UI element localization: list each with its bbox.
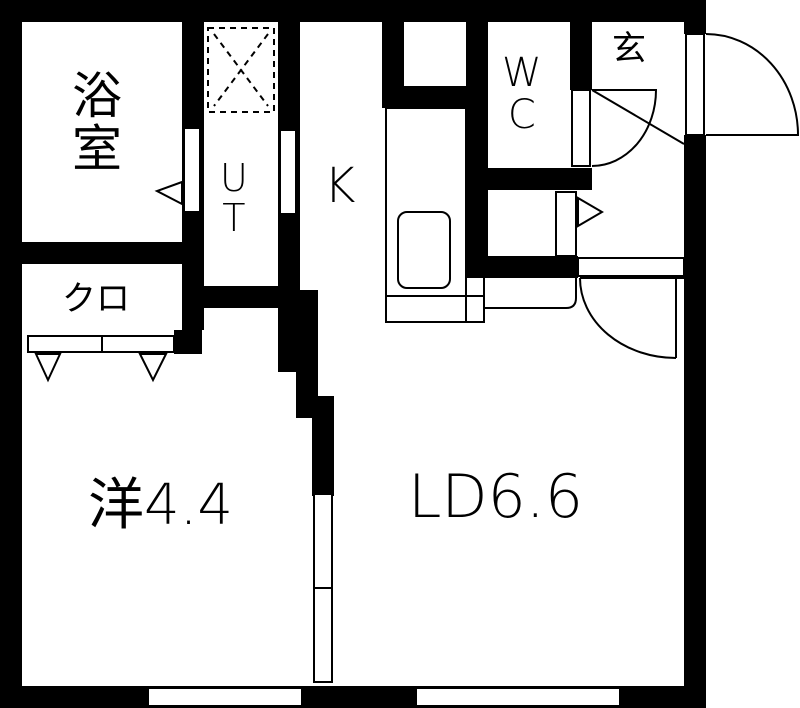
bathroom-label-line1: 浴 xyxy=(72,67,122,125)
bathroom-label-line2: 室 xyxy=(72,120,122,178)
room-label-utility: U T xyxy=(220,158,248,239)
room-label-western-room: 洋4.4 xyxy=(88,473,234,538)
swing-doors xyxy=(571,33,800,359)
utility-label-line1: U xyxy=(220,156,248,200)
room-label-kitchen: K xyxy=(324,158,356,214)
toilet-label-line1: W xyxy=(502,50,542,96)
room-label-bathroom: 浴 室 xyxy=(72,70,122,176)
room-label-entrance: 玄 xyxy=(612,29,646,69)
room-label-living-dining: LD6.6 xyxy=(408,462,584,532)
room-label-closet: クロ xyxy=(62,279,130,319)
room-label-toilet: W C xyxy=(502,52,542,137)
interior-walls xyxy=(0,0,592,496)
kitchen-counter xyxy=(385,107,577,323)
utility-label-line2: T xyxy=(222,196,246,241)
windows xyxy=(147,33,705,707)
toilet-label-line2: C xyxy=(507,92,536,139)
sliding-doors xyxy=(27,127,604,383)
washing-machine-space xyxy=(207,27,275,113)
